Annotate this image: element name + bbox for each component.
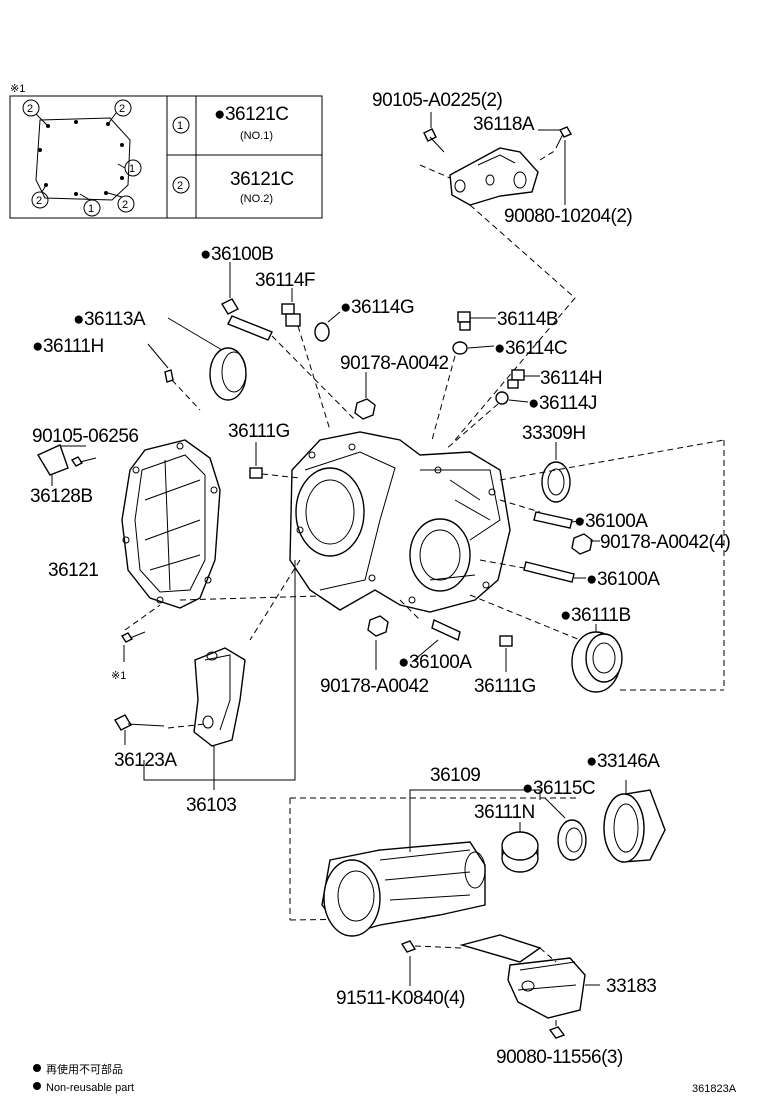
cover-sketch: 2 2 1 2 1 2 xyxy=(22,99,142,217)
label-36114f: 36114F xyxy=(255,270,315,291)
label-36114h: 36114H xyxy=(540,368,602,389)
sleeve-33146a xyxy=(603,780,666,863)
ring-33309h xyxy=(541,442,571,503)
label-36100a-1: ●36100A xyxy=(574,511,648,532)
inset-row2-circle xyxy=(172,176,190,194)
gasket-36114j xyxy=(444,391,529,451)
label-90080-10204: 90080-10204(2) xyxy=(504,206,632,227)
nut-90178-lower xyxy=(367,615,389,670)
label-90178-a0042-upper: 90178-A0042 xyxy=(340,353,449,374)
plug-36114b xyxy=(457,311,496,331)
plug-36114h xyxy=(507,369,540,389)
label-36114b: 36114B xyxy=(497,309,558,330)
inset-row2-num: 2 xyxy=(177,180,183,192)
label-36118a: 36118A xyxy=(473,114,535,135)
transfer-case-housing xyxy=(289,431,511,613)
label-36100a-3: ●36100A xyxy=(398,652,472,673)
label-36111g-upper: 36111G xyxy=(228,421,290,442)
gasket-36114c xyxy=(431,341,495,441)
legend-text-en: Non-reusable part xyxy=(46,1082,134,1094)
label-36111n: 36111N xyxy=(474,802,535,823)
svg-text:2: 2 xyxy=(27,103,33,115)
cover-36121 xyxy=(121,439,221,609)
oil-seal-36113a xyxy=(167,317,247,401)
bracket-36103 xyxy=(114,560,296,790)
label-36114c: ●36114C xyxy=(494,338,567,359)
label-36128b: 36128B xyxy=(30,486,93,507)
inset-row1-sub: (NO.1) xyxy=(240,130,273,142)
label-36114g: ●36114G xyxy=(340,297,414,318)
label-36111h: ●36111H xyxy=(32,336,104,357)
inset-row2-sub: (NO.2) xyxy=(240,193,273,205)
label-90178-a0042-lower: 90178-A0042 xyxy=(320,676,429,697)
legend-text-jp: 再使用不可部品 xyxy=(46,1062,123,1076)
inset-row1-num: 1 xyxy=(177,120,183,132)
inset-row1-circle xyxy=(172,116,190,134)
label-36100a-2: ●36100A xyxy=(586,569,660,590)
svg-text:2: 2 xyxy=(119,103,125,115)
label-36123a: 36123A xyxy=(114,750,177,771)
bracket-36128b xyxy=(36,444,97,486)
legend: 再使用不可部品 Non-reusable part xyxy=(33,1062,134,1094)
gasket-36114g xyxy=(314,311,341,342)
nut-90178-upper xyxy=(354,372,376,420)
inset-table: ※1 2 2 1 2 1 2 1 ●36121C xyxy=(9,83,323,219)
label-36115c: ●36115C xyxy=(522,778,595,799)
label-33146a: ●33146A xyxy=(586,751,660,772)
inset-ref-mark: ※1 xyxy=(10,83,25,95)
pin-36111g-upper xyxy=(249,442,301,479)
oil-seal-36115c xyxy=(544,797,587,861)
mount-33183 xyxy=(459,934,600,1039)
label-90178-a0042-4: 90178-A0042(4) xyxy=(600,532,730,553)
label-36103: 36103 xyxy=(186,795,236,816)
label-36111b: ●36111B xyxy=(560,605,631,626)
label-90105-a0225: 90105-A0225(2) xyxy=(372,90,502,111)
inset-row2-part: 36121C xyxy=(230,169,294,190)
inset-row1-part: ●36121C xyxy=(214,104,289,125)
label-33309h: 33309H xyxy=(522,423,586,444)
part-labels: 90105-A0225(2) 36118A 90080-10204(2) ●36… xyxy=(30,90,731,1068)
label-36109: 36109 xyxy=(430,765,480,786)
bolt-91511 xyxy=(400,940,463,986)
oil-seal-36111b xyxy=(571,624,623,693)
extension-housing-36109 xyxy=(289,789,580,937)
label-36111g-lower: 36111G xyxy=(474,676,536,697)
label-36113a: ●36113A xyxy=(73,309,146,330)
nut-90178-right xyxy=(571,533,600,555)
svg-text:1: 1 xyxy=(129,163,135,175)
plug-36114f xyxy=(281,288,331,431)
diagram-id: 361823A xyxy=(692,1083,737,1095)
label-91511-k0840: 91511-K0840(4) xyxy=(336,988,465,1009)
label-33183: 33183 xyxy=(606,976,656,997)
label-36114j: ●36114J xyxy=(528,393,597,414)
studs-36100a xyxy=(411,511,586,663)
label-90105-06256: 90105-06256 xyxy=(32,426,139,447)
plug-36111h xyxy=(147,343,201,411)
bolt-ref1 xyxy=(120,631,146,662)
legend-dot-jp xyxy=(33,1064,41,1072)
bush-36111n xyxy=(501,822,539,873)
svg-text:1: 1 xyxy=(88,203,94,215)
bracket-36118a xyxy=(419,112,576,441)
assembly-dashes xyxy=(124,439,725,691)
label-36121: 36121 xyxy=(48,560,98,581)
svg-text:2: 2 xyxy=(122,199,128,211)
legend-dot-en xyxy=(33,1082,41,1090)
pin-36111g-lower xyxy=(499,635,513,672)
svg-text:2: 2 xyxy=(36,195,42,207)
label-90080-11556: 90080-11556(3) xyxy=(496,1047,623,1068)
label-36100b: ●36100B xyxy=(200,244,273,265)
label-ref1: ※1 xyxy=(111,670,126,682)
bolt-36100b xyxy=(221,262,356,421)
